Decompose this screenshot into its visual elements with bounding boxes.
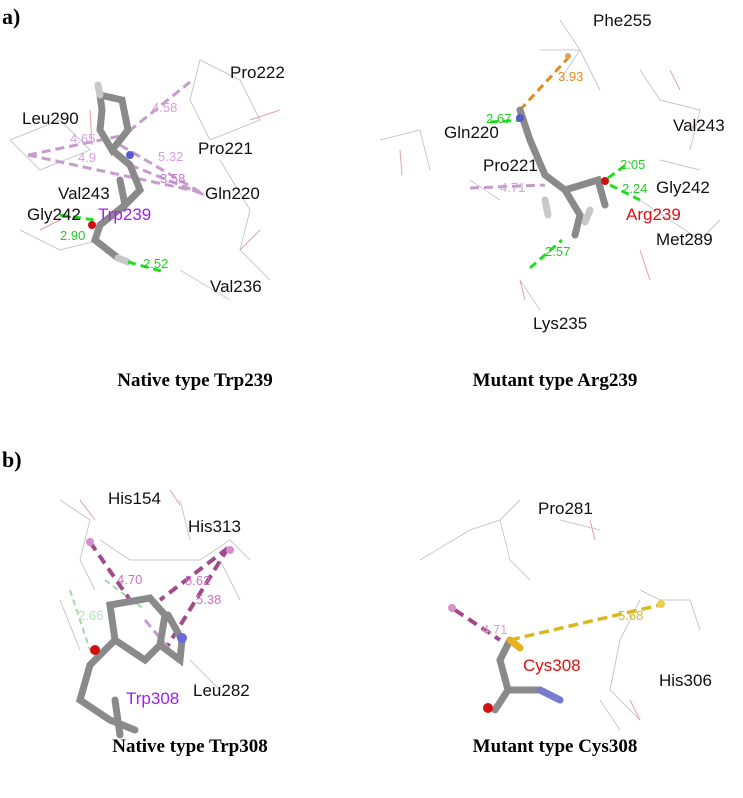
interaction-line [143,619,172,651]
distance-label: 4.9 [78,150,96,165]
structure-cys308 [419,499,701,731]
distance-label: 4.70 [117,572,142,587]
residue-label: Pro221 [483,156,538,175]
residue-label: Leu290 [22,109,79,128]
target-residue-label: Trp308 [126,689,179,708]
panel-label-b: b) [2,447,22,472]
interaction-line [509,603,661,642]
distance-label: 3.93 [558,69,583,84]
hbond-line [529,238,563,270]
panel-label-a: a) [2,4,20,29]
interaction-line [119,143,206,197]
hbond-line [59,213,96,222]
interaction-line [158,546,230,602]
residue-label: Leu282 [193,681,250,700]
target-residue-label: Trp239 [98,205,151,224]
interaction-line [88,540,132,602]
distance-label: 5.32 [158,149,183,164]
residue-label: Pro221 [198,139,253,158]
caption: Mutant type Cys308 [473,736,638,757]
residue-label: Gln220 [205,184,260,203]
residue-label: His154 [108,489,161,508]
distance-label: 5.38 [196,592,221,607]
residue-label: Gln220 [444,123,499,142]
distance-label: 4.71 [500,180,525,195]
distance-label: 2.66 [78,608,103,623]
distance-label: 2.24 [622,181,647,196]
distance-label: 3.58 [160,171,185,186]
residue-label: Gly242 [656,178,710,197]
distance-label: 2.90 [60,228,85,243]
residue-label: Lys235 [533,314,587,333]
distance-label: 5.62 [185,573,210,588]
hbond-line [607,160,631,180]
distance-label: 2.67 [486,111,511,126]
structure-trp239 [9,59,281,301]
hbond-line [609,183,641,202]
distance-label: 5.68 [618,608,643,623]
hbond-line [69,589,91,651]
hbond-line [127,260,166,274]
residue-label: Gly242 [27,205,81,224]
residue-label: His306 [659,671,712,690]
structure-trp308 [59,489,251,739]
distance-label: 2.52 [143,256,168,271]
residue-label: Pro222 [230,63,285,82]
distance-label: 4.65 [70,131,95,146]
residue-label: Met289 [656,230,713,249]
interaction-line [27,133,126,157]
residue-label: Val243 [673,116,725,135]
target-residue-label: Cys308 [523,656,581,675]
interaction-line [518,56,570,112]
distance-label: 2.57 [545,244,570,259]
interaction-line [27,153,201,194]
residue-label: Phe255 [593,11,652,30]
distance-label: 4.58 [152,100,177,115]
caption: Native type Trp239 [117,370,273,391]
caption: Native type Trp308 [112,736,268,757]
distance-label: 4.71 [482,622,507,637]
residue-label: Val243 [58,184,110,203]
residue-label: Pro281 [538,499,593,518]
residue-label: Val236 [210,277,262,296]
interaction-line [453,608,502,642]
structure-arg239 [379,19,721,311]
target-residue-label: Arg239 [626,205,681,224]
interaction-line [469,183,546,190]
hbond-line [104,579,146,611]
residue-label: His313 [188,517,241,536]
distance-label: 2.05 [620,157,645,172]
caption: Mutant type Arg239 [473,370,638,391]
